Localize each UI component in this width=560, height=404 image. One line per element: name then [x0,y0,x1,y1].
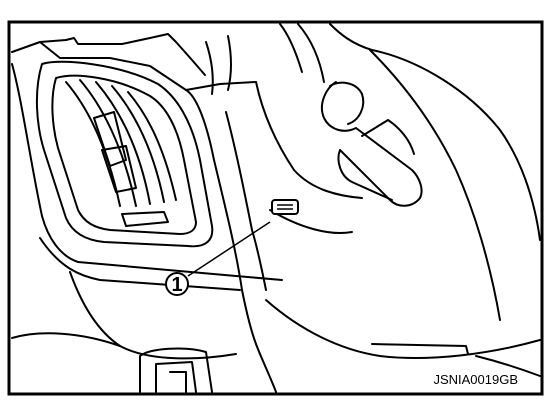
stalk-base [337,149,393,201]
lower-console-slot [169,371,187,393]
outer-border [7,20,544,396]
dash-left-lower-edge [39,237,241,291]
combination-switch-stalk [320,81,423,207]
column-shroud-upper [255,81,363,199]
dash-top-ridge [39,41,187,91]
wheel-spoke-left-2 [227,35,232,91]
vent-bezel-inner [51,74,197,235]
knee-panel-seam [371,343,469,355]
dash-right-contour [329,23,541,241]
vent-bezel [35,60,214,248]
wheel-rim [279,23,303,73]
dash-top-contour [11,33,206,76]
knee-panel-edge [255,343,277,393]
column-cover-left [185,89,257,345]
stalk-knob [329,81,365,125]
lower-right-edge [475,355,541,377]
switch-component [271,199,299,215]
callout-leader-line [187,221,271,277]
vent-thumbwheel [121,211,169,227]
column-cover-top [185,81,257,91]
dash-left-shell [11,63,283,281]
dash-left-panel [69,271,237,360]
lower-console-piece-inner [155,361,197,393]
vent-louver-5 [127,91,177,201]
column-cover-inner [225,111,267,291]
dash-left-bottom [11,332,121,347]
lower-console-piece [139,347,213,393]
vent-knob-lower [101,145,137,193]
dash-right-lower [369,49,501,321]
callout-1-number: 1 [171,274,182,296]
vent-louver-4 [111,85,165,203]
stalk-collar [361,119,415,155]
figure-code: JSNIA0019GB [433,372,518,387]
wheel-rim-2 [297,23,325,83]
callout-1: 1 [165,272,189,296]
column-shroud-edge [269,209,353,234]
vent-louver-1 [65,81,121,207]
wheel-spoke-left [205,41,214,95]
dash-right-bottom [265,299,541,360]
vent-louver-3 [95,81,151,205]
